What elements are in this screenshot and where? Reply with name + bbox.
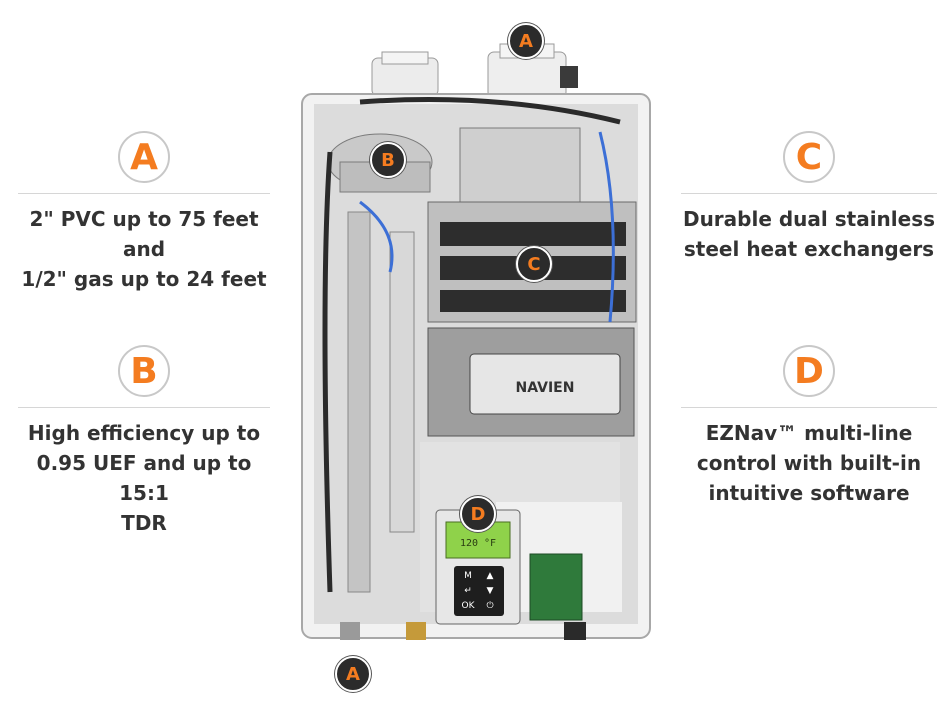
feature-a-badge: A [118, 131, 170, 183]
feature-b-badge: B [118, 345, 170, 397]
feature-d-text: EZNav™ multi-line control with built-in … [696, 421, 922, 505]
feature-d-badge: D [783, 345, 835, 397]
up-key: ▲ [486, 571, 494, 582]
feature-d: D EZNav™ multi-line control with built-i… [681, 345, 937, 508]
water-heater-drawing: NAVIEN 120 °F [301, 93, 651, 640]
menu-key: M [464, 571, 472, 582]
marker-a-top: A [508, 23, 544, 59]
marker-d-control: D [460, 496, 496, 532]
marker-a-bottom: A [335, 656, 371, 692]
feature-a-text: 2" PVC up to 75 feet and 1/2" gas up to … [21, 207, 267, 291]
display-temp: 120 °F [460, 538, 496, 549]
feature-c-text: Durable dual stainless steel heat exchan… [682, 207, 936, 261]
divider [18, 193, 270, 194]
marker-c-exchanger: C [516, 246, 552, 282]
divider [681, 407, 937, 408]
ok-key: OK [461, 600, 475, 611]
back-key: ↵ [464, 585, 472, 596]
feature-b-text: High efficiency up to 0.95 UEF and up to… [27, 421, 261, 535]
power-key: ⏻ [486, 600, 494, 611]
feature-c: C Durable dual stainless steel heat exch… [681, 131, 937, 264]
marker-b-blower: B [370, 142, 406, 178]
device-brand: NAVIEN [516, 380, 575, 396]
down-key: ▼ [486, 585, 494, 596]
water-heater-illustration: NAVIEN 120 °F [300, 92, 652, 640]
feature-a: A 2" PVC up to 75 feet and 1/2" gas up t… [18, 131, 270, 294]
feature-c-badge: C [783, 131, 835, 183]
divider [681, 193, 937, 194]
divider [18, 407, 270, 408]
feature-b: B High efficiency up to 0.95 UEF and up … [18, 345, 270, 538]
control-keypad: M ▲ ↵ ▼ OK ⏻ [457, 569, 501, 613]
